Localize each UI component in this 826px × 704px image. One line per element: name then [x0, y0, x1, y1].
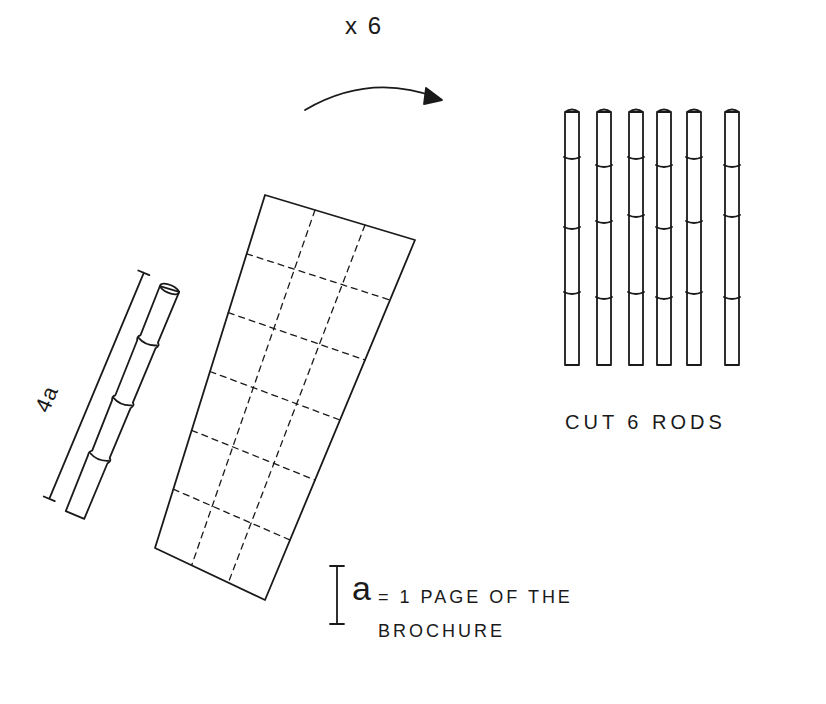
variable-label: a — [352, 568, 371, 609]
arrow-head — [424, 88, 442, 104]
paper-sheet — [155, 195, 415, 600]
fold-line — [210, 372, 340, 421]
dimension-label: 4a — [30, 382, 65, 417]
bamboo-rod — [724, 110, 740, 366]
bamboo-rod — [564, 110, 580, 366]
fold-lines — [173, 210, 390, 583]
curved-arrow — [305, 87, 438, 110]
definition-label: = 1 PAGE OF THE BROCHURE — [378, 580, 608, 648]
scale-bar — [330, 566, 344, 624]
caption-label: CUT 6 RODS — [565, 410, 726, 434]
fold-line — [228, 313, 365, 360]
dimension-line — [44, 270, 150, 501]
bamboo-rod — [656, 110, 672, 366]
bamboo-rod — [596, 110, 612, 366]
fold-line — [173, 489, 290, 540]
cut-rods — [564, 110, 740, 366]
bamboo-rod — [628, 110, 644, 366]
fold-line — [247, 254, 390, 300]
fold-line — [192, 430, 315, 480]
bamboo-rod — [686, 110, 702, 366]
multiplier-label: x 6 — [345, 12, 383, 41]
